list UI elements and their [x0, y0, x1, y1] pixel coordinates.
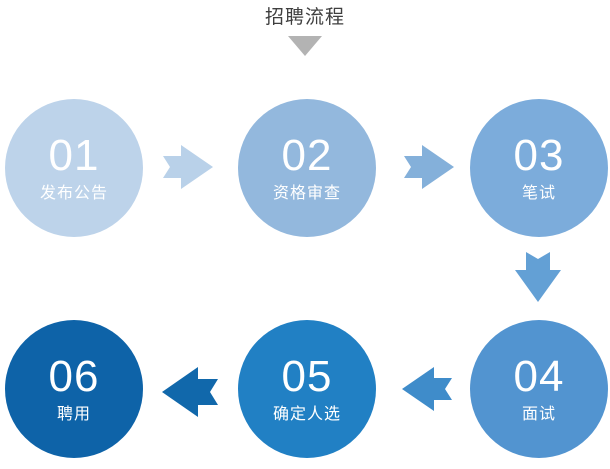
chevron-down-icon: [288, 36, 322, 56]
step-node-03[interactable]: 03 笔试: [470, 99, 608, 237]
arrow-right-icon: [404, 142, 456, 192]
step-label: 资格审查: [272, 184, 341, 202]
step-number: 05: [281, 351, 333, 401]
step-node-05[interactable]: 05 确定人选: [238, 320, 376, 458]
step-number: 04: [513, 351, 565, 401]
diagram-title-block: 招聘流程: [0, 6, 610, 61]
step-node-02[interactable]: 02 资格审查: [238, 99, 376, 237]
step-label: 发布公告: [39, 184, 108, 202]
arrow-left-icon: [160, 364, 218, 420]
step-node-04[interactable]: 04 面试: [470, 320, 608, 458]
step-number: 02: [281, 130, 333, 180]
step-number: 01: [48, 130, 100, 180]
step-node-06[interactable]: 06 聘用: [5, 320, 143, 458]
step-number: 03: [513, 130, 565, 180]
step-label: 笔试: [521, 184, 556, 202]
page-title: 招聘流程: [264, 7, 345, 28]
step-label: 确定人选: [272, 405, 341, 423]
arrow-right-icon: [163, 142, 215, 192]
step-label: 面试: [521, 405, 556, 423]
step-number: 06: [48, 351, 100, 401]
arrow-left-icon: [400, 364, 452, 414]
step-label: 聘用: [56, 405, 91, 423]
step-node-01[interactable]: 01 发布公告: [5, 99, 143, 237]
arrow-down-icon: [512, 252, 564, 304]
